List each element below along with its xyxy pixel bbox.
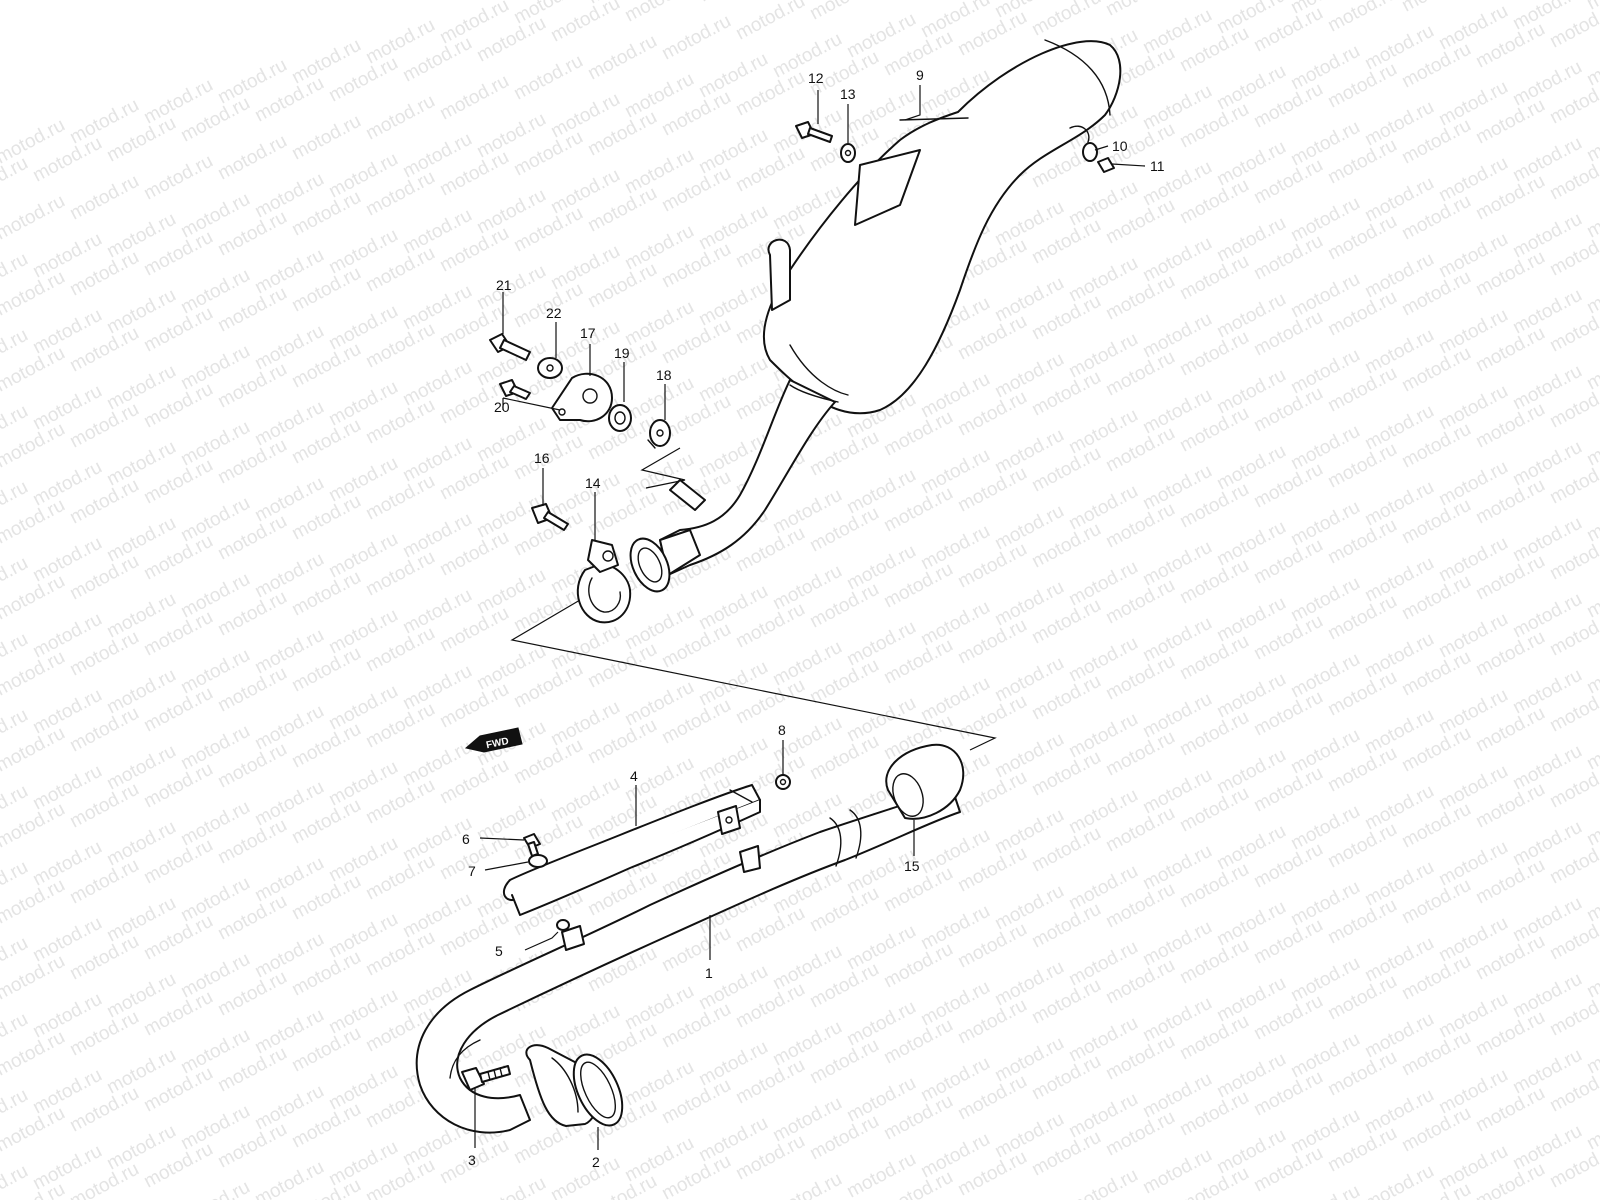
watermark-text: motod.ru bbox=[362, 91, 438, 145]
callout-13: 13 bbox=[840, 86, 856, 102]
pipe-clamp bbox=[576, 539, 632, 624]
protector-fasteners bbox=[523, 774, 791, 931]
callouts: 1 2 3 4 5 6 7 8 9 10 11 12 13 14 15 16 1… bbox=[462, 67, 1165, 1170]
callout-8: 8 bbox=[778, 722, 786, 738]
callout-7: 7 bbox=[468, 863, 476, 879]
watermark-text: motod.ru bbox=[0, 191, 69, 245]
routing-lines bbox=[510, 447, 997, 751]
watermark-text: motod.ru bbox=[1324, 0, 1400, 36]
flange-group bbox=[461, 1044, 624, 1127]
exhaust-pipe bbox=[415, 787, 961, 1134]
callout-14: 14 bbox=[585, 475, 601, 491]
callout-12: 12 bbox=[808, 70, 824, 86]
fwd-label: FWD bbox=[485, 736, 510, 751]
callout-16: 16 bbox=[534, 450, 550, 466]
watermark-text: motod.ru bbox=[473, 1173, 549, 1200]
muffler-bracket-group bbox=[489, 333, 671, 449]
fwd-arrow: FWD bbox=[464, 727, 523, 753]
watermark-text: motod.ru bbox=[66, 171, 142, 225]
watermark-text: motod.ru bbox=[1287, 1181, 1363, 1200]
callout-10: 10 bbox=[1112, 138, 1128, 154]
callout-2: 2 bbox=[592, 1154, 600, 1170]
callout-19: 19 bbox=[614, 345, 630, 361]
callout-9: 9 bbox=[916, 67, 924, 83]
watermark-text: motod.ru bbox=[695, 0, 771, 6]
watermark-text: motod.ru bbox=[0, 1161, 32, 1200]
watermark-text: motod.ru bbox=[621, 0, 697, 26]
watermark-text: motod.ru bbox=[1065, 1165, 1141, 1200]
callout-5: 5 bbox=[495, 943, 503, 959]
callout-21: 21 bbox=[496, 277, 512, 293]
watermark-text: motod.ru bbox=[806, 0, 882, 24]
callout-20: 20 bbox=[494, 399, 510, 415]
callout-15: 15 bbox=[904, 858, 920, 874]
callout-6: 6 bbox=[462, 831, 470, 847]
callout-3: 3 bbox=[468, 1152, 476, 1168]
callout-22: 22 bbox=[546, 305, 562, 321]
watermark-text: motod.ru bbox=[140, 151, 216, 205]
watermark-text: motod.ru bbox=[1583, 1177, 1600, 1200]
callout-18: 18 bbox=[656, 367, 672, 383]
callout-4: 4 bbox=[630, 768, 638, 784]
watermark-text: motod.ru bbox=[177, 1177, 253, 1200]
muffler bbox=[762, 39, 1122, 415]
watermark-text: motod.ru bbox=[584, 31, 660, 85]
watermark-text: motod.ru bbox=[769, 1169, 845, 1200]
watermark-text: motod.ru bbox=[880, 0, 956, 4]
callout-1: 1 bbox=[705, 965, 713, 981]
watermark-text: motod.ru bbox=[251, 1157, 327, 1200]
pipe-link-line bbox=[510, 599, 997, 751]
watermark-text: motod.ru bbox=[1398, 0, 1474, 16]
watermark-text: motod.ru bbox=[1102, 0, 1178, 20]
watermark-text: motod.ru bbox=[214, 131, 290, 185]
muffler-upper-fasteners bbox=[795, 121, 1115, 173]
callout-11: 11 bbox=[1150, 158, 1165, 174]
bracket-link-line bbox=[640, 447, 686, 489]
watermark-text: motod.ru bbox=[1361, 1161, 1437, 1200]
watermark-text: motod.ru bbox=[0, 153, 32, 207]
watermark-text: motod.ru bbox=[288, 111, 364, 165]
pipe-protector bbox=[502, 784, 761, 951]
watermark-text: motod.ru bbox=[732, 0, 808, 44]
watermark-text: motod.ru bbox=[436, 71, 512, 125]
connector-gasket bbox=[885, 743, 965, 820]
clamp-bolt bbox=[531, 503, 569, 531]
watermark-text: motod.ru bbox=[658, 11, 734, 65]
callout-17: 17 bbox=[580, 325, 596, 341]
connecting-pipe bbox=[629, 379, 839, 593]
watermark-text: motod.ru bbox=[1028, 0, 1104, 40]
watermark-text: motod.ru bbox=[510, 51, 586, 105]
